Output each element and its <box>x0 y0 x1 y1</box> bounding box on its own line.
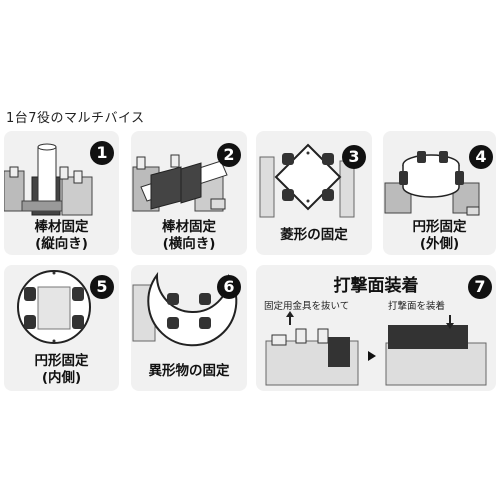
step-number-1: 1 <box>90 141 114 165</box>
panel-bar-vertical: 1 棒材固定 (縦向き) <box>4 131 119 255</box>
striking-surface-illustration <box>265 311 487 386</box>
step-number-5: 5 <box>90 275 114 299</box>
panel-round-outer: 4 円形固定 (外側) <box>383 131 496 255</box>
panel-round-inner: 5 円形固定 (内側) <box>4 265 119 391</box>
panel-irregular: 6 異形物の固定 <box>131 265 247 391</box>
step-number-4: 4 <box>469 145 493 169</box>
step-number-7: 7 <box>468 275 492 299</box>
panel-7-title: 打撃面装着 <box>333 276 419 296</box>
panel-bar-horizontal: 2 棒材固定 (横向き) <box>131 131 247 255</box>
step-number-6: 6 <box>217 275 241 299</box>
vise-round-inner-illustration <box>17 270 91 344</box>
panel-diamond: 3 菱形の固定 <box>256 131 372 255</box>
vise-diamond-illustration <box>259 143 355 218</box>
step-attach-surface-label: 打撃面を装着 <box>388 301 446 312</box>
vise-irregular-illustration <box>132 271 238 347</box>
panel-caption: 円形固定 (外側) <box>412 219 467 252</box>
vise-horizontal-bar-illustration <box>132 154 228 212</box>
panel-caption: 異形物の固定 <box>148 363 230 379</box>
vise-round-outer-illustration <box>384 151 480 216</box>
panel-caption: 円形固定 (内側) <box>34 353 89 386</box>
vise-vertical-bar-illustration <box>4 143 93 216</box>
panel-caption: 菱形の固定 <box>280 227 348 243</box>
step-number-2: 2 <box>217 143 241 167</box>
page-heading: 1台7役のマルチバイス <box>6 111 145 126</box>
panel-caption: 棒材固定 (横向き) <box>162 219 216 252</box>
panel-striking-surface: 打撃面装着 7 固定用金具を抜いて 打撃面を装着 <box>256 265 496 391</box>
panel-caption: 棒材固定 (縦向き) <box>34 219 89 252</box>
step-number-3: 3 <box>342 145 366 169</box>
step-remove-fixture-label: 固定用金具を抜いて <box>264 301 350 312</box>
